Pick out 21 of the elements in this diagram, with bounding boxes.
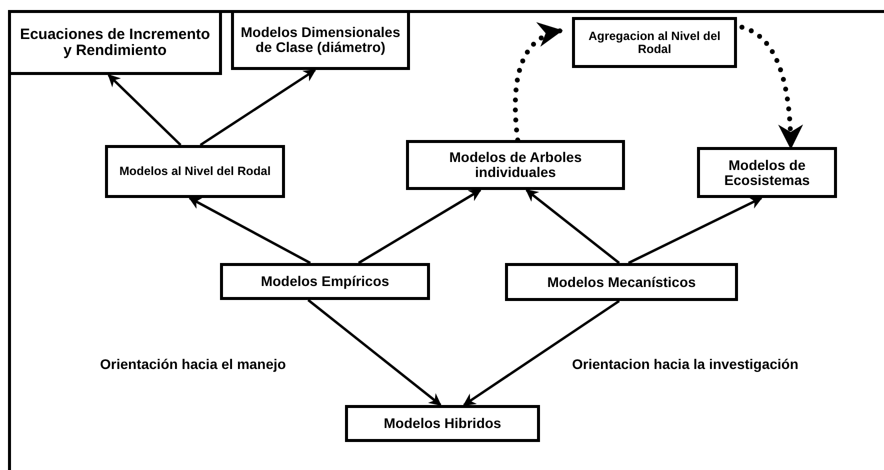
arrow — [628, 196, 763, 264]
model-box: Modelos de Arboles individuales — [406, 140, 625, 190]
dotted-arrow — [739, 24, 803, 150]
arrow — [358, 188, 482, 264]
model-box: Modelos Empíricos — [220, 263, 430, 300]
orientation-label: Orientacion hacia la investigación — [572, 355, 798, 374]
model-box: Modelos Mecanísticos — [505, 263, 738, 301]
arrow — [307, 299, 442, 406]
model-box: Modelos Dimensionales de Clase (diámetro) — [231, 10, 410, 70]
model-box: Modelos al Nivel del Rodal — [105, 145, 285, 198]
arrow — [188, 196, 311, 264]
model-box: Modelos de Ecosistemas — [697, 147, 837, 198]
orientation-label: Orientación hacia el manejo — [100, 355, 286, 374]
model-box: Agregacion al Nivel del Rodal — [572, 17, 737, 68]
model-box: Modelos Hibridos — [345, 405, 540, 442]
model-box: Ecuaciones de Incremento y Rendimiento — [8, 10, 222, 75]
arrow — [200, 68, 316, 146]
arrow — [108, 74, 182, 146]
arrow — [462, 300, 620, 406]
dotted-arrow — [512, 24, 563, 142]
arrow — [525, 189, 620, 264]
